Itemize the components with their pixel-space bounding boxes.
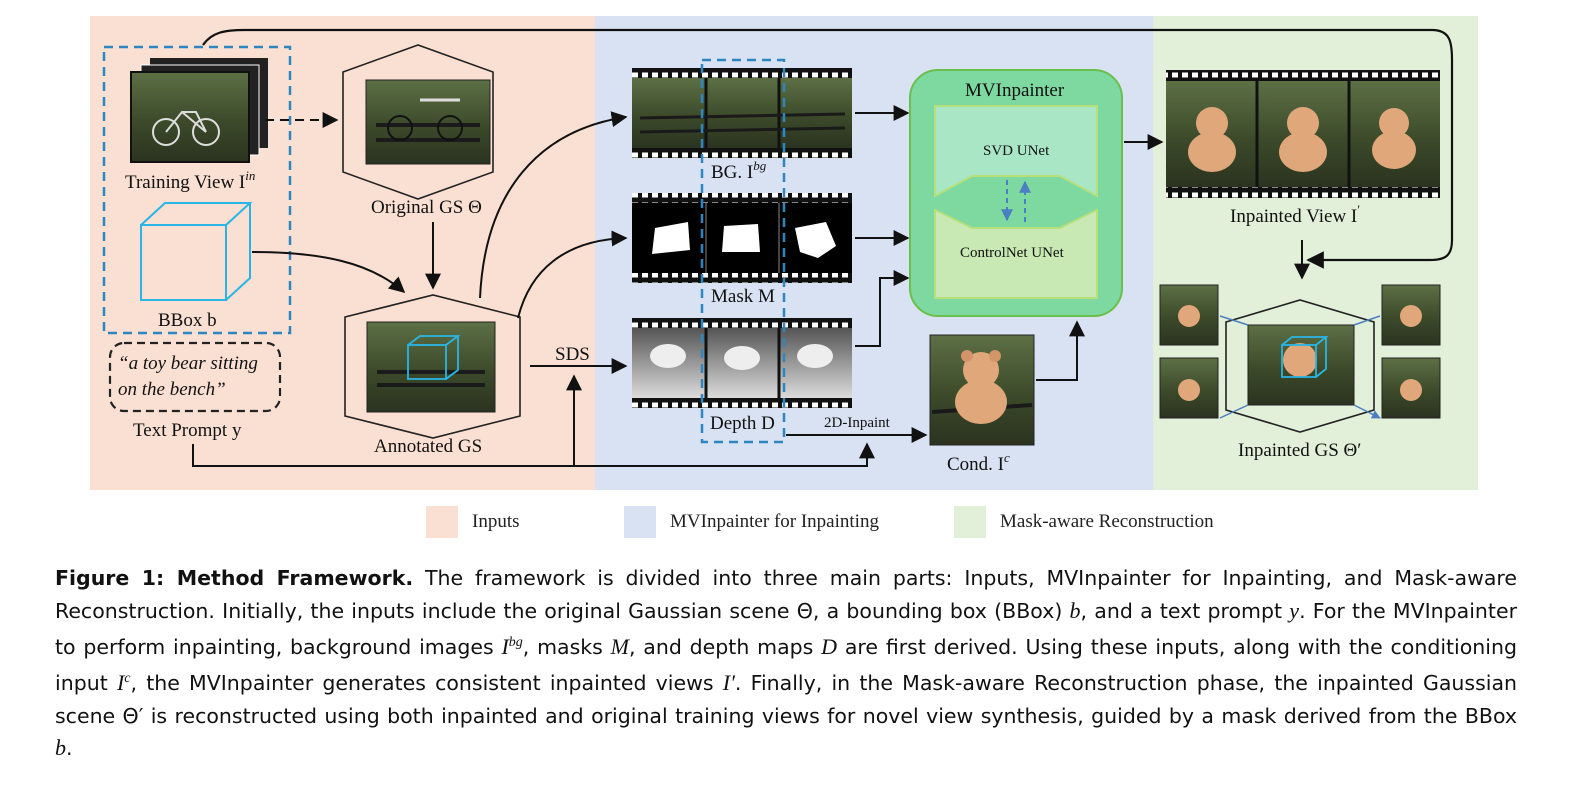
- caption-math-ic: I: [116, 670, 125, 696]
- caption-math-ic-sup: c: [124, 671, 131, 687]
- inputs-dashed-box: [102, 45, 292, 335]
- caption-text-7: , the MVInpainter generates consistent i…: [130, 671, 723, 696]
- original-gs-label: Original GS Θ: [371, 197, 482, 218]
- legend-swatch-reconstruction: [954, 506, 986, 538]
- text-prompt-quote-line2: on the bench”: [118, 379, 226, 400]
- caption-text-1: The framework is divided into three main…: [55, 566, 1518, 623]
- caption-math-y: y: [1289, 597, 1300, 623]
- caption-text-3: . For the MVInpainter to perform inpaint…: [55, 598, 1517, 659]
- caption-text-2: , and a text prompt: [1080, 598, 1290, 623]
- figure-caption: Figure 1: Method Framework. The framewor…: [55, 562, 1517, 765]
- caption-text-6: are first derived. Using these inputs, a…: [55, 634, 1517, 696]
- arrow-cond-to-mvinpainter: [1036, 320, 1085, 381]
- caption-math-iprime: I′: [722, 670, 735, 696]
- caption-math-d: D: [821, 633, 838, 659]
- bg-label: BG. Ibg: [711, 158, 767, 183]
- arrow-inputs-to-reconstruction: [202, 28, 1454, 269]
- caption-text-4: , masks: [522, 634, 611, 659]
- training-view-images: [130, 58, 268, 163]
- two-d-inpaint-label: 2D-Inpaint: [824, 415, 891, 431]
- annotated-gs-image: [344, 294, 521, 439]
- annotated-gs-label: Annotated GS: [374, 436, 482, 457]
- caption-text-5: , and depth maps: [628, 634, 822, 659]
- bg-film-strip: [632, 68, 852, 158]
- bbox-label: BBox b: [158, 310, 217, 331]
- original-gs-image: [342, 44, 494, 200]
- middle-view-dashed-box: [700, 58, 786, 444]
- legend-swatch-inputs: [426, 506, 458, 538]
- legend-label-inpainting: MVInpainter for Inpainting: [670, 511, 879, 532]
- legend-label-inputs: Inputs: [472, 511, 520, 532]
- text-prompt-quote-line1: “a toy bear sitting: [118, 353, 258, 374]
- text-prompt-box: [108, 341, 282, 413]
- caption-math-m: M: [610, 633, 629, 659]
- caption-math-ibg: I: [501, 633, 509, 659]
- bbox-cube-icon: [140, 202, 253, 301]
- controlnet-unet-label: ControlNet UNet: [960, 245, 1065, 261]
- mask-film-strip: [632, 193, 852, 283]
- caption-text-8: . Finally, in the Mask-aware Reconstruct…: [55, 671, 1517, 728]
- legend-item-inpainting: MVInpainter for Inpainting: [624, 506, 879, 538]
- arrow-bbox-to-annotated: [251, 251, 406, 294]
- mvinpainter-title: MVInpainter: [965, 80, 1065, 101]
- arrow-prompt-to-sds: [192, 374, 582, 467]
- svd-unet-label: SVD UNet: [983, 143, 1050, 159]
- legend-label-reconstruction: Mask-aware Reconstruction: [1000, 511, 1214, 532]
- inpainted-view-film-strip: [1166, 70, 1440, 198]
- arrow-annotated-to-bg: [479, 111, 628, 299]
- arrow-annotated-to-mask: [517, 230, 628, 319]
- inpainted-gs-label: Inpainted GS Θ′: [1238, 440, 1361, 461]
- caption-math-b: b: [1069, 597, 1081, 623]
- legend: Inputs MVInpainter for Inpainting Mask-a…: [0, 502, 1586, 542]
- controlnet-unet-shape: [934, 208, 1098, 299]
- depth-film-strip: [632, 318, 852, 408]
- depth-label: Depth D: [710, 413, 775, 434]
- cond-image: [929, 334, 1035, 446]
- arrow-prompt-to-cond: [574, 442, 875, 467]
- inpainted-gs-image: [1159, 284, 1441, 433]
- mask-label: Mask M: [711, 286, 775, 307]
- sds-label: SDS: [555, 344, 590, 365]
- cond-label: Cond. Ic: [947, 450, 1010, 475]
- inpainted-view-label: Inpainted View I′: [1230, 202, 1360, 227]
- text-prompt-label: Text Prompt y: [133, 420, 242, 441]
- caption-text-9: .: [66, 736, 73, 761]
- legend-item-reconstruction: Mask-aware Reconstruction: [954, 506, 1214, 538]
- legend-item-inputs: Inputs: [426, 506, 520, 538]
- legend-swatch-inpainting: [624, 506, 656, 538]
- caption-math-b2: b: [55, 735, 66, 761]
- arrow-depth-to-mvinpainter: [855, 270, 910, 347]
- training-view-label: Training View Iin: [125, 168, 255, 193]
- caption-math-ibg-sup: bg: [508, 635, 523, 650]
- svd-unet-shape: [934, 105, 1098, 198]
- figure-label: Figure 1: Method Framework.: [55, 566, 414, 590]
